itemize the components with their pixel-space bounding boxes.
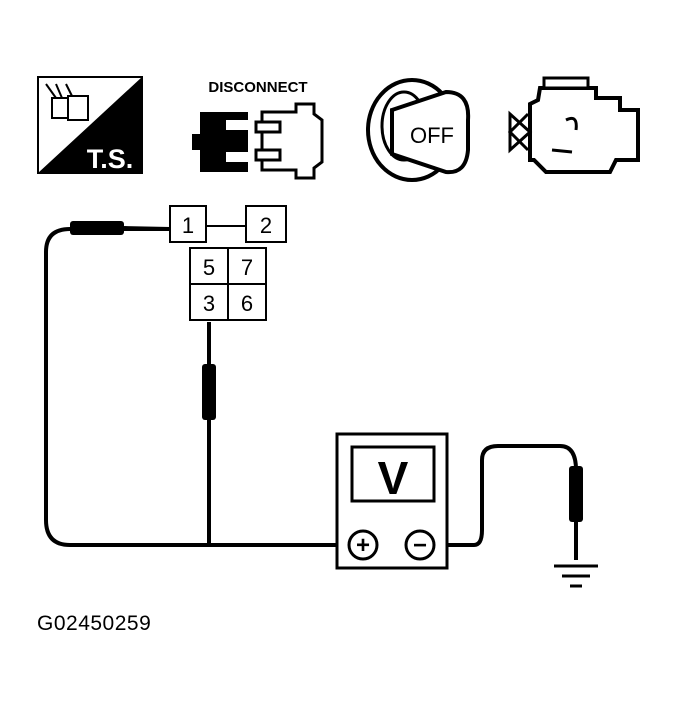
connector-pin-5: 5: [203, 255, 215, 280]
wiring: [44, 225, 578, 560]
ignition-off-icon: OFF: [366, 78, 471, 182]
connector-pin-2-cell: [245, 205, 287, 243]
figure-id: G02450259: [37, 612, 152, 635]
ignition-off-label: OFF: [410, 123, 454, 148]
ground-icon: [554, 564, 598, 588]
connector-pin-3: 3: [203, 291, 215, 316]
negative-terminal-symbol: −: [413, 532, 427, 559]
connector-pin-3-cell: [189, 283, 229, 321]
connector: 1 2 5 7 3 6: [169, 205, 287, 321]
disconnect-label: DISCONNECT: [208, 79, 307, 96]
connector-pin-1: 1: [182, 213, 194, 238]
positive-terminal-symbol: +: [356, 532, 370, 559]
probe-ground: [569, 466, 583, 522]
ts-icon: T.S.: [37, 76, 143, 174]
wire-pin1-lead: [44, 227, 346, 547]
disconnect-icon: DISCONNECT: [192, 79, 324, 180]
probe-pin3: [202, 364, 216, 420]
connector-pin-7: 7: [241, 255, 253, 280]
positive-terminal: [347, 529, 379, 561]
voltmeter-display: [350, 445, 436, 503]
connector-pin-6: 6: [241, 291, 253, 316]
connector-pin-2: 2: [260, 213, 272, 238]
probe-pin1: [70, 221, 124, 235]
ts-label: T.S.: [87, 144, 134, 174]
voltmeter-display-value: V: [378, 452, 409, 504]
connector-pin-1-cell: [169, 205, 207, 243]
connector-pin-6-cell: [227, 283, 267, 321]
wire-negative-lead: [434, 444, 578, 560]
engine-icon: [507, 76, 640, 174]
negative-terminal: [404, 529, 436, 561]
voltmeter: V + −: [335, 432, 449, 570]
